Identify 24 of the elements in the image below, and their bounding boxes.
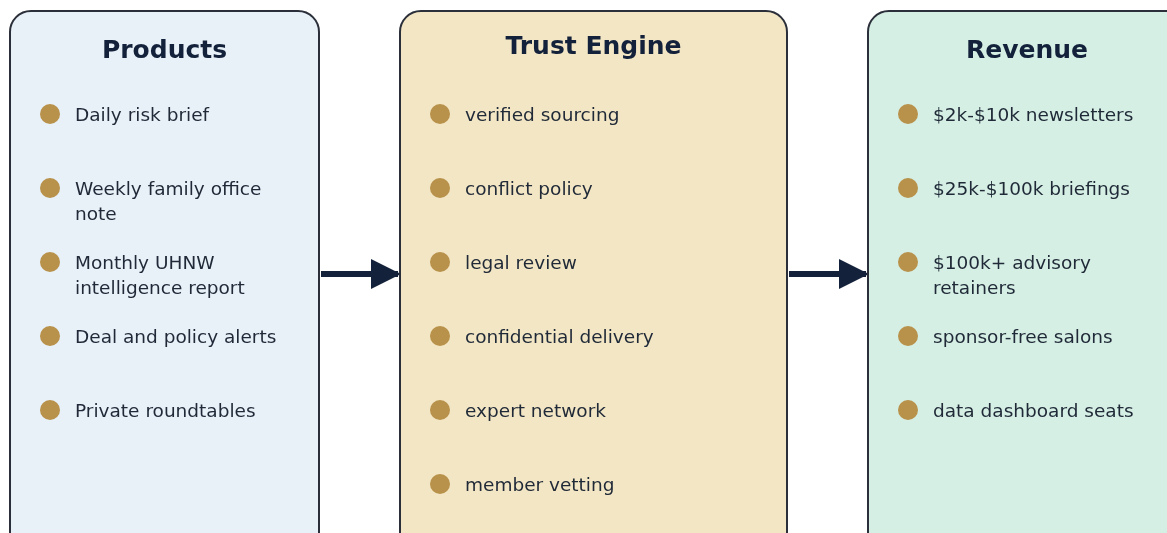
arrow bbox=[789, 259, 869, 289]
list-item: $2k-$10k newsletters bbox=[933, 103, 1135, 127]
list-item: member vetting bbox=[465, 473, 616, 497]
list-item: Daily risk brief bbox=[75, 103, 211, 127]
list-item: $25k-$100k briefings bbox=[933, 177, 1131, 201]
list-item: $100k+ advisory retainers bbox=[933, 251, 1092, 300]
list-item: Weekly family office note bbox=[75, 177, 263, 226]
panel-heading: Revenue bbox=[965, 34, 1089, 66]
list-item: Monthly UHNW intelligence report bbox=[75, 251, 246, 300]
panel bbox=[399, 10, 788, 533]
panel bbox=[867, 10, 1167, 533]
list-item: data dashboard seats bbox=[933, 399, 1135, 423]
list-item: sponsor-free salons bbox=[933, 325, 1114, 349]
list-item: Private roundtables bbox=[75, 399, 257, 423]
list-item: legal review bbox=[465, 251, 578, 275]
panel-heading: Products bbox=[100, 34, 229, 66]
list-item: expert network bbox=[465, 399, 607, 423]
list-item: verified sourcing bbox=[465, 103, 621, 127]
panel-heading: Trust Engine bbox=[504, 30, 683, 62]
list-item: confidential delivery bbox=[465, 325, 655, 349]
list-item: conflict policy bbox=[465, 177, 594, 201]
panel bbox=[9, 10, 320, 533]
list-item: Deal and policy alerts bbox=[75, 325, 278, 349]
arrow bbox=[321, 259, 401, 289]
